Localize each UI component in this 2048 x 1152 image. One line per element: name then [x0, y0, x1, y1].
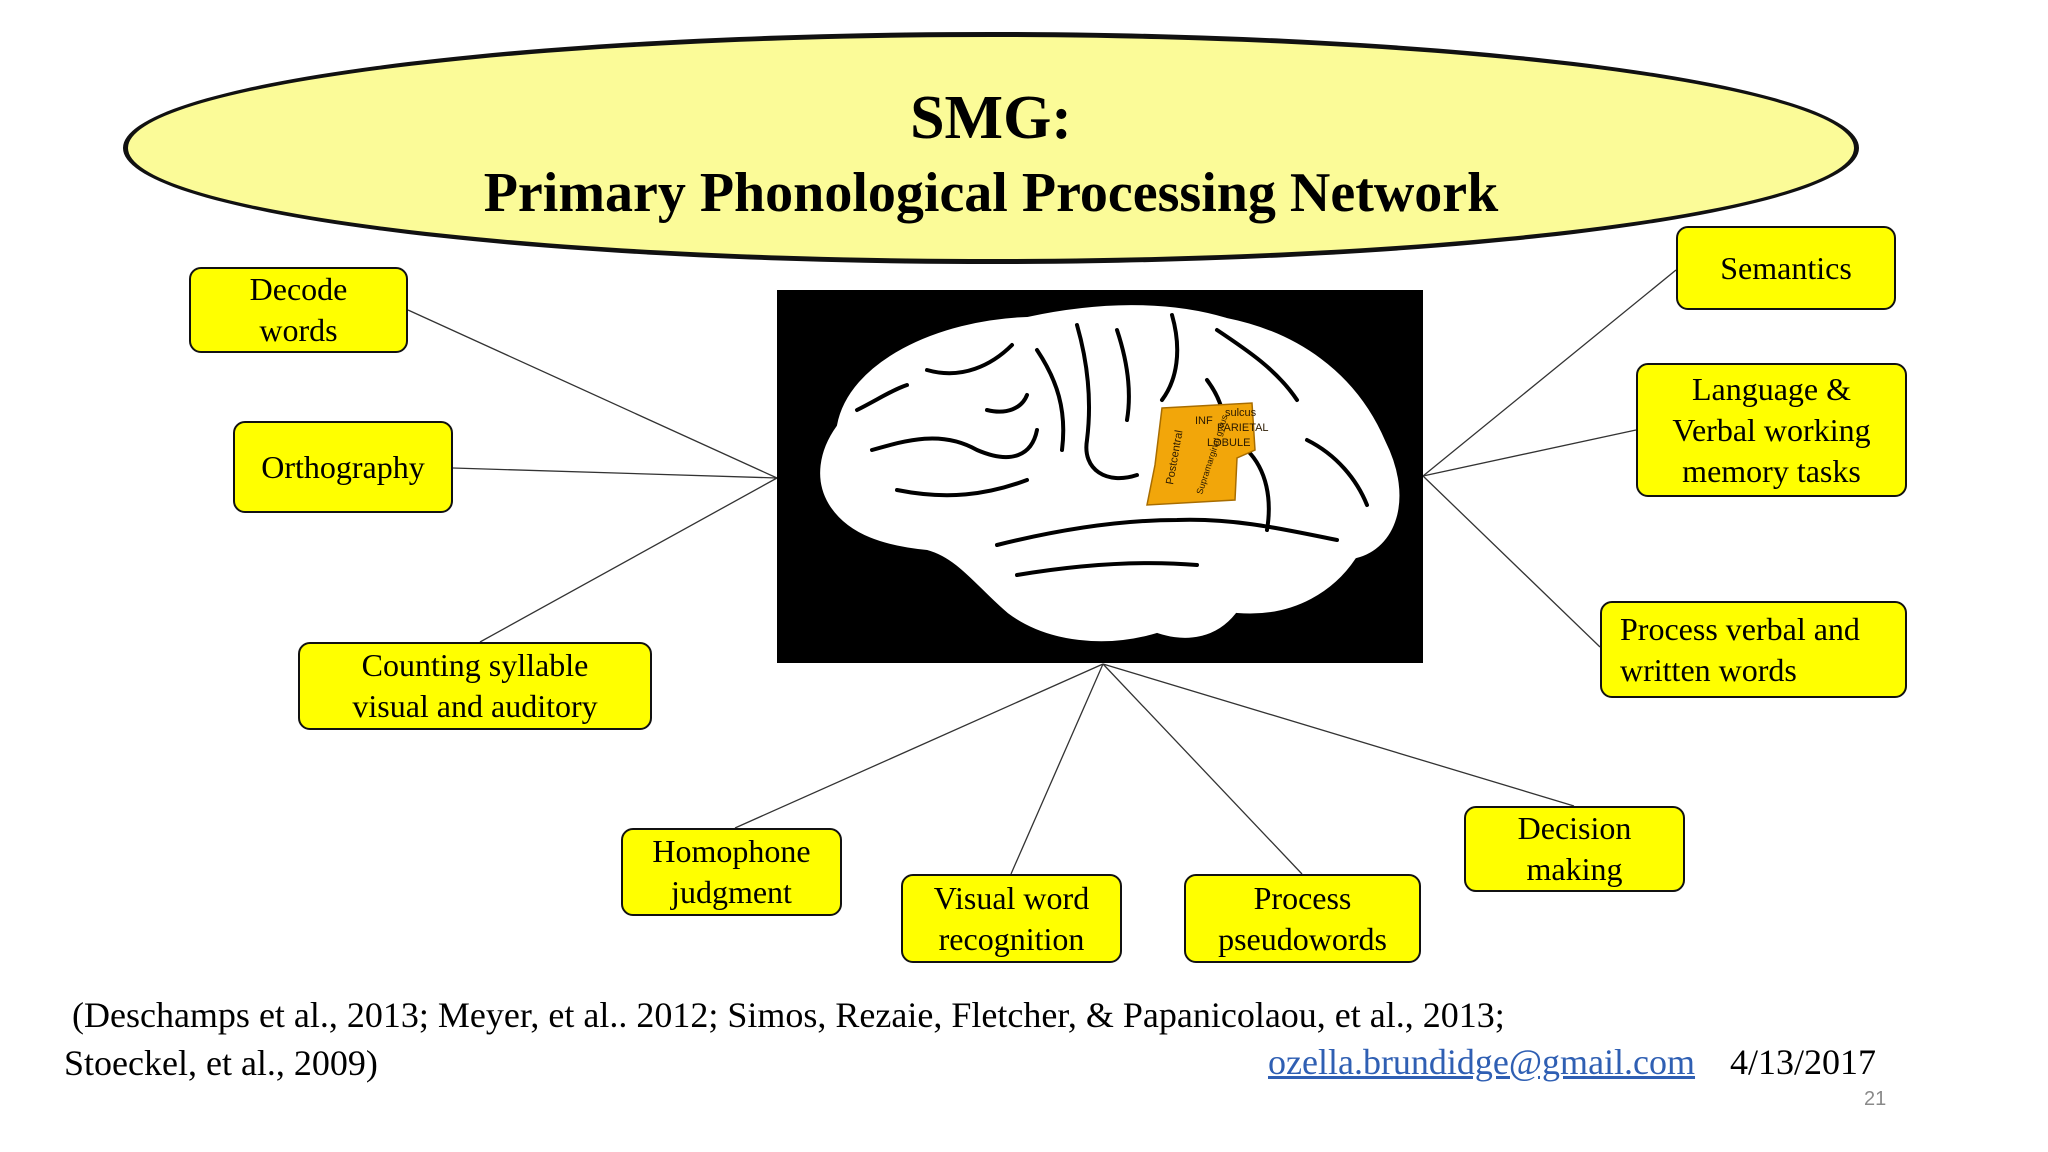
node-visual-word-line1: Visual word	[933, 879, 1090, 916]
connector-counting-syllable	[479, 477, 778, 643]
date-text: 4/13/2017	[1730, 1042, 1877, 1082]
node-process-pseudowords-line2: pseudowords	[1218, 920, 1387, 957]
connector-semantics	[1422, 269, 1677, 477]
node-semantics-label: Semantics	[1720, 249, 1852, 286]
connector-process-pseudowords	[1102, 663, 1303, 875]
node-language-verbal-line2: Verbal working	[1672, 411, 1871, 448]
node-decode-words-line2: words	[259, 312, 338, 348]
node-semantics: Semantics	[1676, 226, 1896, 310]
page-number: 21	[1864, 1088, 1887, 1110]
node-visual-word: Visual word recognition	[901, 874, 1122, 963]
node-process-verbal: Process verbal and written words	[1600, 601, 1907, 698]
connector-decode-words	[407, 309, 778, 479]
slide-subtitle: Primary Phonological Processing Network	[483, 162, 1499, 224]
brain-outline	[816, 301, 1404, 646]
node-counting-syllable-line2: visual and auditory	[352, 688, 598, 724]
email-link[interactable]: ozella.brundidge@gmail.com	[1268, 1042, 1696, 1082]
node-homophone-line1: Homophone	[652, 833, 811, 869]
node-process-pseudowords: Process pseudowords	[1184, 874, 1421, 963]
title-ellipse: SMG: Primary Phonological Processing Net…	[123, 32, 1859, 264]
connector-language-verbal	[1422, 429, 1637, 477]
node-counting-syllable: Counting syllable visual and auditory	[298, 642, 652, 730]
node-process-pseudowords-line1: Process	[1253, 879, 1352, 916]
connector-visual-word	[1010, 663, 1104, 875]
node-decision-making: Decision making	[1464, 806, 1685, 892]
node-decode-words: Decode words	[189, 267, 408, 353]
node-homophone: Homophone judgment	[621, 828, 842, 916]
label-inf: INF	[1195, 415, 1213, 427]
label-parietal: PARIETAL	[1217, 422, 1269, 434]
node-language-verbal: Language & Verbal working memory tasks	[1636, 363, 1907, 497]
node-visual-word-line2: recognition	[938, 920, 1085, 957]
citation-line-1: (Deschamps et al., 2013; Meyer, et al.. …	[72, 995, 1505, 1035]
node-decode-words-line1: Decode	[249, 271, 348, 307]
connector-orthography	[452, 467, 778, 479]
brain-image: Postcentral INF sulcus PARIETAL LOBULE S…	[777, 290, 1423, 663]
node-orthography-label: Orthography	[261, 448, 425, 485]
node-orthography: Orthography	[233, 421, 453, 513]
node-process-verbal-line1: Process verbal and	[1620, 610, 1860, 647]
label-lobule: LOBULE	[1207, 437, 1250, 449]
node-homophone-line2: judgment	[671, 874, 792, 910]
node-counting-syllable-line1: Counting syllable	[361, 647, 589, 683]
connector-homophone	[734, 663, 1104, 829]
node-process-verbal-line2: written words	[1620, 651, 1797, 688]
connector-decision-making	[1102, 663, 1575, 807]
node-language-verbal-line1: Language &	[1691, 370, 1852, 407]
node-decision-making-line2: making	[1526, 851, 1623, 887]
connector-process-verbal	[1422, 475, 1601, 648]
smg-highlight	[1146, 402, 1256, 506]
node-decision-making-line1: Decision	[1517, 810, 1632, 846]
slide-title: SMG:	[910, 84, 1072, 152]
citation-line-2: Stoeckel, et al., 2009)	[64, 1043, 378, 1083]
label-sulcus: sulcus	[1225, 407, 1257, 419]
node-language-verbal-line3: memory tasks	[1682, 452, 1861, 489]
